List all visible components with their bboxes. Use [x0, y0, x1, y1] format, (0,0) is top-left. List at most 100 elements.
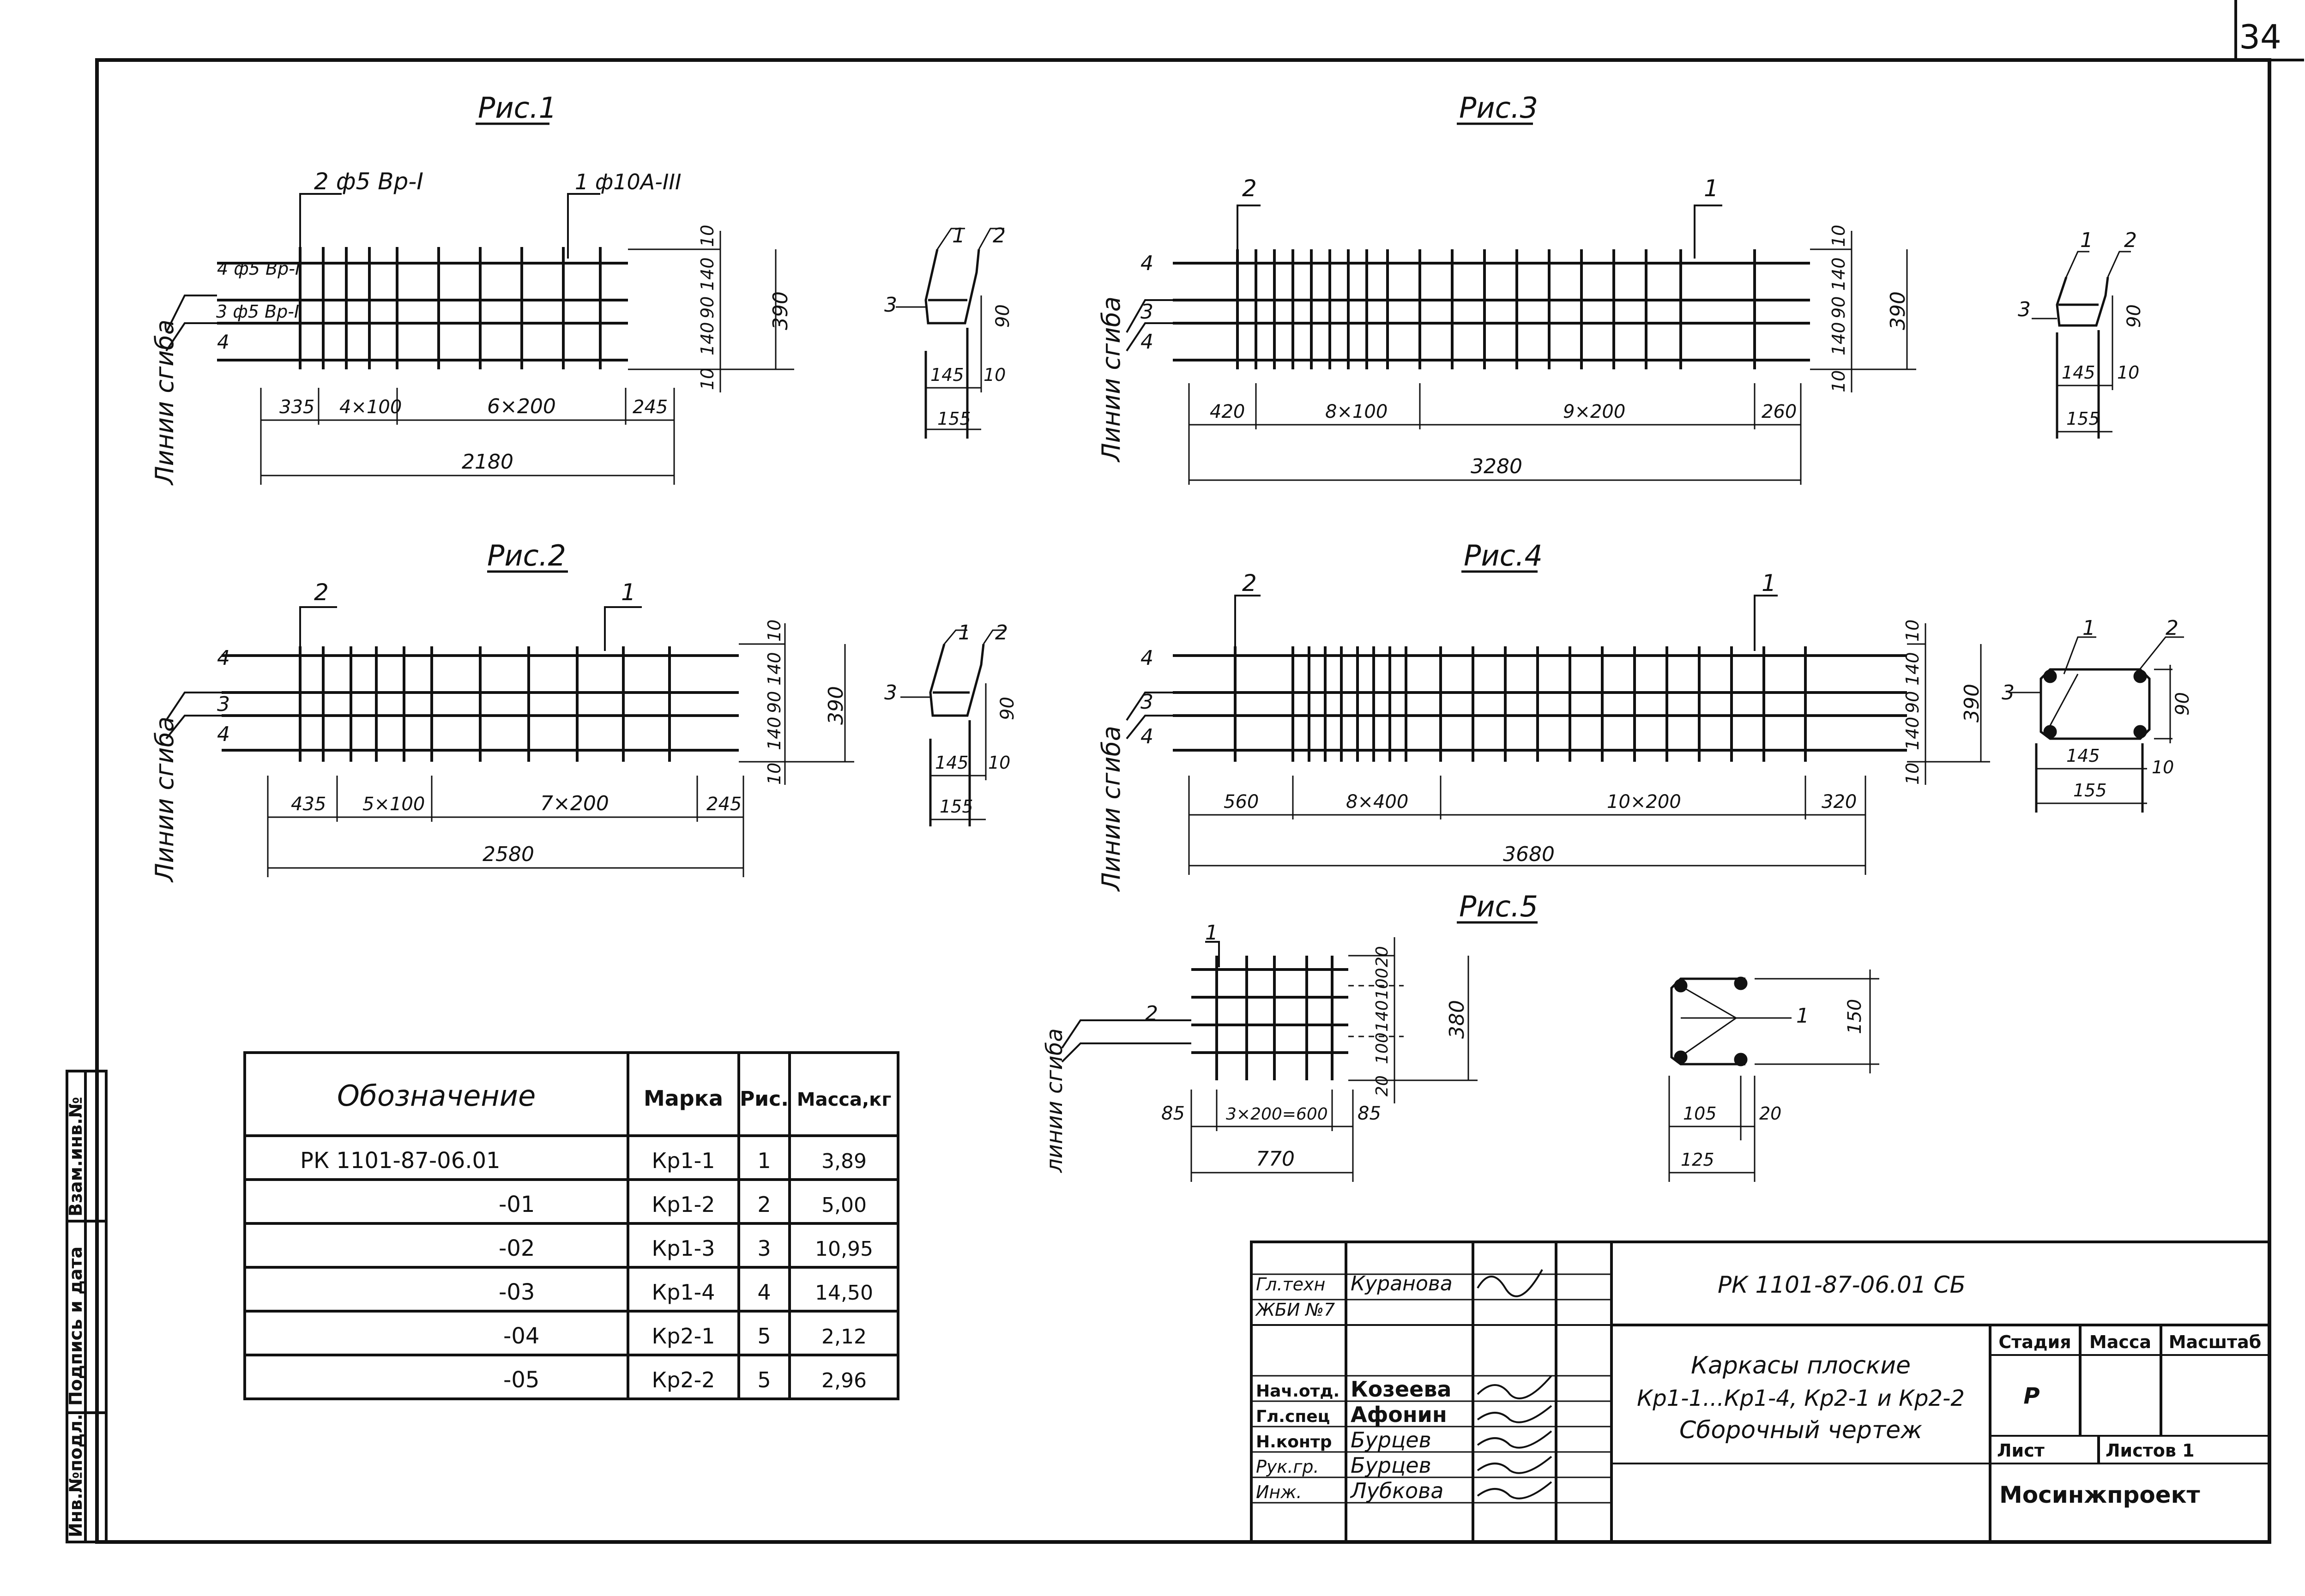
table-row: Кр1-1 — [652, 1148, 715, 1173]
table-row: -03 — [499, 1279, 535, 1305]
table-row: 14,50 — [815, 1281, 873, 1305]
fig2-dim-0: 435 — [291, 794, 326, 815]
fig5-leaders — [1061, 941, 1220, 1063]
fig5-section-w: 105 — [1683, 1103, 1717, 1124]
fig4-right-dim-1: 140 — [1902, 652, 1923, 686]
fig1-right-dim-1: 140 — [697, 257, 718, 291]
fig2-right-dim-0: 10 — [764, 620, 784, 642]
table-row: 2,12 — [821, 1325, 867, 1349]
fig2-callout-bar1: 1 — [621, 579, 636, 606]
title-mass-header: Масса — [2089, 1332, 2151, 1352]
fig5-section — [1668, 970, 1879, 1182]
fig1-callout-bar3: 3 ф5 Вр-I — [216, 301, 299, 322]
fig1-bend-label: Линии сгиба — [150, 319, 179, 486]
fig4-dim-0: 560 — [1224, 791, 1259, 813]
fig3-height: 390 — [1886, 291, 1910, 330]
fig3-section-w: 145 — [2062, 362, 2095, 383]
fig2-section-mark-3: 3 — [884, 681, 897, 705]
fig2-section — [900, 629, 1004, 826]
fig5-right-dim-3: 100 — [1373, 1032, 1392, 1064]
fig1-section-total: 155 — [937, 409, 971, 429]
fig1-title: Рис.1 — [478, 91, 557, 125]
figure-3: Рис.3 — [1097, 91, 2145, 485]
role-label: Гл.спец — [1256, 1407, 1330, 1426]
fig1-cage — [217, 247, 628, 369]
fig1-right-dim-3: 140 — [697, 322, 718, 355]
fig2-dim-1: 5×100 — [362, 794, 425, 815]
fig3-right-dim-2: 90 — [1828, 296, 1849, 319]
fig1-callout-bar2: 2 ф5 Вр-I — [314, 168, 423, 195]
title-line-2: Кр1-1...Кр1-4, Кр2-1 и Кр2-2 — [1637, 1385, 1965, 1411]
fig1-section — [896, 228, 1004, 439]
fig5-dims — [1190, 937, 1478, 1182]
fig1-right-dim-0: 10 — [697, 225, 718, 247]
fig2-right-dim-4: 10 — [764, 763, 784, 785]
title-line-3: Сборочный чертеж — [1679, 1416, 1922, 1444]
table-row: -01 — [499, 1192, 535, 1217]
fig4-callout-bar4a: 4 — [1140, 646, 1153, 670]
fig3-section — [2032, 251, 2131, 439]
fig4-right-dim-3: 140 — [1902, 717, 1923, 750]
role-name: Козеева — [1351, 1377, 1451, 1402]
fig3-right-dim-0: 10 — [1828, 225, 1849, 247]
role-label: Гл.техн — [1256, 1274, 1325, 1295]
fig3-callout-bar1: 1 — [1704, 175, 1719, 202]
fig4-dim-1: 8×400 — [1346, 791, 1408, 813]
fig2-dim-2: 7×200 — [540, 792, 609, 815]
fig3-leaders — [1126, 205, 1722, 352]
spec-header-mark: Марка — [644, 1086, 723, 1111]
spec-header-designation: Обозначение — [337, 1079, 536, 1113]
table-row: -02 — [499, 1235, 535, 1261]
stamp-replace-inv: Взам.инв.№ — [66, 1097, 86, 1217]
fig5-right-dim-2: 140 — [1373, 1000, 1392, 1032]
fig1-dim-1: 4×100 — [339, 397, 402, 418]
table-row: 1 — [757, 1148, 771, 1173]
figure-4: Рис.4 — [1097, 539, 2193, 892]
fig3-dims — [1188, 231, 1916, 485]
table-row: 2 — [757, 1192, 771, 1217]
spec-header-mass: Масса,кг — [797, 1089, 891, 1110]
fig5-dim-0: 85 — [1161, 1103, 1185, 1124]
role-name: Куранова — [1351, 1272, 1453, 1295]
figure-1: Рис.1 2 ф5 Вр-I 1 ф10А-III 4 ф5 Вр-I — [150, 91, 1014, 486]
fig5-bend-label: линии сгиба — [1042, 1028, 1068, 1173]
table-row: Кр1-4 — [652, 1280, 715, 1305]
fig4-right-dim-0: 10 — [1902, 620, 1923, 642]
table-row: 5 — [757, 1367, 771, 1392]
role-name: Бурцев — [1351, 1453, 1431, 1478]
fig4-section — [2009, 636, 2184, 813]
title-sheets-label: Листов 1 — [2106, 1440, 2195, 1461]
stamp-inv-podl: Инв.№подл. — [66, 1414, 86, 1537]
title-stage-value: Р — [2023, 1383, 2040, 1409]
fig5-section-w2: 20 — [1759, 1103, 1781, 1124]
fig5-right-dim-0: 20 — [1373, 946, 1392, 967]
fig1-callout-bar1: 1 ф10А-III — [575, 169, 682, 194]
fig3-section-w2: 10 — [2117, 362, 2139, 383]
fig2-callout-bar2: 2 — [314, 579, 329, 606]
figure-5: Рис.5 1 2 линии сгиба — [1042, 890, 1879, 1182]
table-row: Кр1-2 — [652, 1192, 715, 1217]
fig3-title: Рис.3 — [1459, 91, 1538, 125]
fig4-callout-bar4b: 4 — [1140, 725, 1153, 748]
spec-header-fig: Рис. — [740, 1087, 789, 1111]
role-name: Афонин — [1351, 1402, 1447, 1427]
fig4-total: 3680 — [1503, 843, 1555, 866]
title-line-1: Каркасы плоские — [1691, 1352, 1911, 1379]
fig1-leaders — [165, 193, 600, 352]
table-row: 10,95 — [815, 1237, 873, 1261]
title-doc-code: РК 1101-87-06.01 СБ — [1718, 1271, 1966, 1298]
spec-table — [243, 1051, 899, 1400]
fig3-section-total: 155 — [2066, 409, 2100, 429]
stamp-signature-date: Подпись и дата — [66, 1247, 86, 1406]
fig1-dim-2: 6×200 — [487, 395, 556, 418]
table-row: -04 — [503, 1323, 539, 1349]
fig5-height: 380 — [1445, 1000, 1469, 1039]
fig2-height: 390 — [824, 686, 848, 725]
fig2-callout-bar4a: 4 — [217, 646, 230, 670]
fig2-section-total: 155 — [940, 796, 973, 817]
fig3-right-dim-4: 10 — [1828, 370, 1849, 392]
fig4-section-total: 155 — [2073, 780, 2107, 801]
role-label: Н.контр — [1256, 1433, 1332, 1451]
fig2-right-dim-3: 140 — [764, 717, 784, 750]
